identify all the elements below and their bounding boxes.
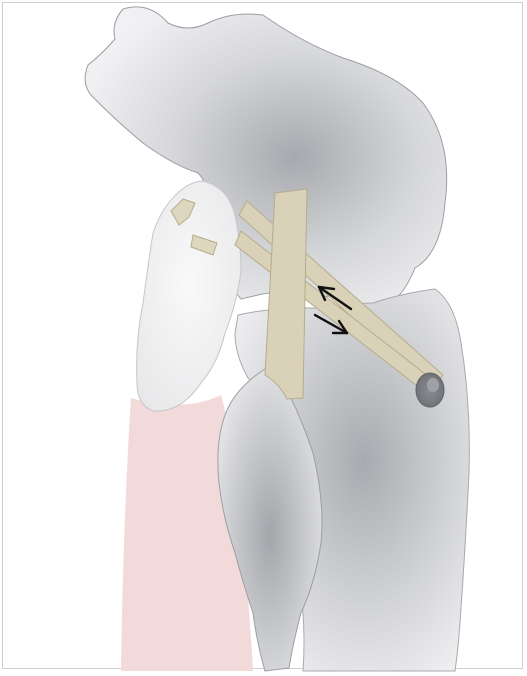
- figure-frame: [2, 2, 523, 669]
- screw-highlight: [427, 378, 439, 392]
- knee-illustration: [3, 3, 527, 676]
